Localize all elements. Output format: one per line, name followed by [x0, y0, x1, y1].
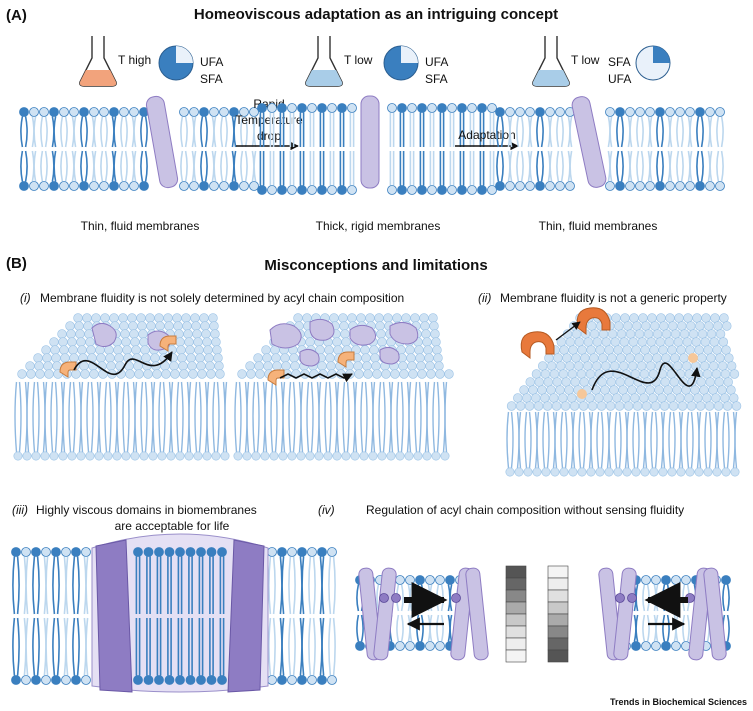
- panel-biii-number: (iii): [12, 503, 28, 517]
- stage2-pie-label-bottom: SFA: [425, 72, 448, 86]
- stage2-flask-icon: [305, 36, 343, 87]
- panel-biv-membrane: [355, 575, 731, 651]
- panel-bii-text: Membrane fluidity is not a generic prope…: [500, 291, 727, 305]
- panel-biii-membrane-left: [11, 547, 91, 685]
- panel-b-title: Misconceptions and limitations: [264, 257, 487, 274]
- stage1-caption: Thin, fluid membranes: [81, 219, 200, 233]
- stage2-pie-chart: [383, 45, 419, 81]
- stage1-protein: [145, 95, 179, 189]
- panel-bi-right-diffusion-path: [279, 373, 353, 383]
- stage3-pie-chart: [635, 45, 671, 81]
- stage1-pie-chart: [158, 45, 194, 81]
- stage3-protein: [571, 96, 607, 188]
- panel-bii-large-arrow: [555, 321, 581, 341]
- journal-credit: Trends in Biochemical Sciences: [610, 697, 747, 707]
- stage3-pie-label-top: SFA: [608, 55, 631, 69]
- arrow1-line2: Temperature: [235, 113, 303, 127]
- stage2-protein: [360, 95, 380, 189]
- panel-biii-line2: are acceptable for life: [115, 519, 230, 533]
- panel-bi-membrane-right: [233, 313, 454, 461]
- panel-bi-right-proteins: [269, 318, 419, 367]
- panel-biv-sensor-proteins: [358, 567, 727, 661]
- stage1-pie-label-bottom: SFA: [200, 72, 223, 86]
- panel-bii-large-molecules: [520, 307, 611, 359]
- stage1-flask-icon: [79, 36, 117, 87]
- panel-bi-number: (i): [20, 291, 31, 305]
- panel-bi-left-diffusion-path: [73, 351, 173, 376]
- panel-biv-ladder-bars: [505, 565, 569, 663]
- panel-bii-diffusion-path: [591, 362, 701, 391]
- stage2-temp: T low: [344, 53, 373, 67]
- panel-bii-membrane: [505, 313, 742, 477]
- stage3-membrane: [495, 107, 725, 191]
- panel-biv-text: Regulation of acyl chain composition wit…: [366, 503, 684, 517]
- panel-bi-left-molecules: [59, 335, 177, 378]
- panel-biv-number: (iv): [318, 503, 335, 517]
- stage1-pie-label-top: UFA: [200, 55, 223, 69]
- stage3-pie-label-bottom: UFA: [608, 72, 631, 86]
- panel-biii-ordered-domain: [133, 547, 227, 685]
- arrow2-label: Adaptation: [458, 128, 515, 142]
- panel-biii-membrane-right: [267, 547, 337, 685]
- stage3-flask-icon: [532, 36, 570, 87]
- panel-a-title: Homeoviscous adaptation as an intriguing…: [194, 6, 558, 23]
- stage1-temp: T high: [118, 53, 151, 67]
- panel-biii-line1: Highly viscous domains in biomembranes: [36, 503, 257, 517]
- panel-a-label: (A): [6, 7, 27, 24]
- stage3-temp: T low: [571, 53, 600, 67]
- stage2-membrane: [257, 103, 497, 195]
- panel-b-label: (B): [6, 255, 27, 272]
- stage3-caption: Thin, fluid membranes: [539, 219, 658, 233]
- panel-bi-membrane-left: [13, 313, 230, 461]
- panel-bii-small-molecule-end: [688, 353, 698, 363]
- panel-biii-protein-complex: [91, 533, 269, 693]
- stage1-membrane: [19, 107, 259, 191]
- stage2-pie-label-top: UFA: [425, 55, 448, 69]
- panel-bii-number: (ii): [478, 291, 491, 305]
- panel-bi-text: Membrane fluidity is not solely determin…: [40, 291, 404, 305]
- stage2-caption: Thick, rigid membranes: [316, 219, 441, 233]
- panel-biv-arrows: [404, 582, 688, 631]
- panel-bii-small-molecule-start: [577, 389, 587, 399]
